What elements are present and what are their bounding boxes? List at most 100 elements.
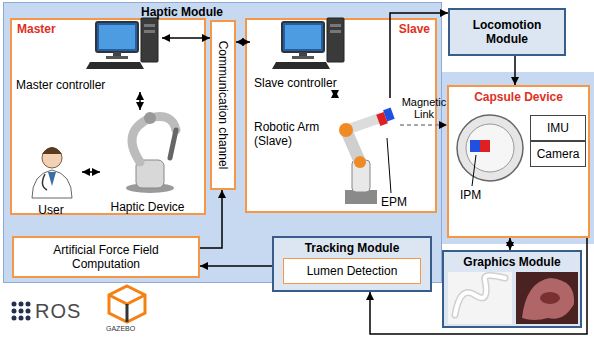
part-label: EPM — [381, 195, 407, 209]
capsule-illustration — [457, 115, 523, 186]
node-text: IMU — [547, 121, 569, 135]
heading: Tracking Module — [305, 241, 400, 255]
drawing-rect — [136, 160, 164, 188]
node-text: Slave controller — [254, 76, 337, 90]
drawing-rect — [480, 140, 490, 152]
slave-computer — [272, 18, 344, 69]
connector-arrow — [236, 41, 250, 43]
node-text: Camera — [537, 147, 580, 161]
drawing-circle — [339, 123, 353, 137]
drawing-polygon — [109, 286, 145, 322]
gazebo-logo — [109, 286, 145, 322]
drawing-line — [126, 304, 129, 322]
drawing-circle — [42, 148, 62, 168]
part-label: IPM — [460, 188, 481, 202]
drawing-path — [346, 130, 360, 162]
heading: Master — [17, 22, 56, 36]
heading: Capsule Device — [474, 90, 563, 104]
robot-arm-illustration — [339, 107, 395, 204]
drawing-line — [387, 138, 391, 193]
drawing-circle — [26, 302, 31, 307]
connector-arrow — [400, 124, 447, 126]
channel-box: Communication channel — [210, 20, 236, 190]
drawing-circle — [354, 156, 366, 168]
drawing-rect — [383, 107, 395, 121]
drawing-rect — [352, 160, 370, 192]
process-box: Artificial Force Field Computation — [12, 236, 200, 278]
connector-arrow — [162, 37, 210, 39]
drawing-circle — [19, 316, 24, 321]
device-label: Slave controller — [250, 20, 370, 90]
drawing-rect — [376, 112, 388, 126]
connector-arrow — [514, 56, 516, 85]
module-box: Tracking ModuleLumen Detection — [272, 236, 432, 292]
node-text: Communication channel — [216, 41, 230, 170]
drawing-rect — [345, 190, 377, 204]
group-box: Capsule DeviceIMU Camera — [447, 85, 590, 238]
drawing-circle — [457, 115, 523, 181]
drawing-path — [346, 118, 380, 130]
drawing-circle — [466, 124, 514, 172]
device-label: Haptic Device — [100, 110, 195, 214]
graphics-thumbnails — [448, 272, 578, 324]
drawing-path — [132, 117, 176, 163]
drawing-line — [472, 155, 476, 186]
logo-text: GAZEBO — [106, 325, 135, 333]
drawing-path — [42, 174, 47, 190]
connector-arrow — [200, 265, 272, 267]
connector-arrow — [390, 13, 448, 98]
drawing-path — [48, 172, 56, 186]
edge-label: Magnetic Link — [401, 96, 447, 120]
sensor-box: Camera — [530, 141, 586, 167]
connector-arrow — [139, 92, 141, 110]
drawing-circle — [19, 309, 24, 314]
connector-arrow — [370, 238, 587, 334]
sensor-box: IMU — [530, 115, 586, 141]
doctor-icon — [32, 147, 72, 198]
drawing-path — [42, 147, 62, 154]
node-text: Artificial Force Field Computation — [22, 243, 190, 271]
connector-arrow — [200, 190, 222, 248]
drawing-rect — [516, 272, 578, 324]
drawing-rect — [470, 140, 480, 152]
node-text: User — [38, 203, 63, 217]
drawing-circle — [12, 309, 17, 314]
drawing-circle — [12, 316, 17, 321]
heading: Graphics Module — [463, 255, 560, 269]
master-computer — [86, 18, 158, 69]
drawing-circle — [26, 309, 31, 314]
drawing-ellipse — [126, 183, 174, 193]
connector-arrow — [334, 90, 336, 98]
drawing-rect — [448, 272, 512, 324]
group-box: SlaveSlave controllerRobotic Arm (Slave) — [245, 18, 437, 213]
drawing-path — [170, 130, 176, 158]
drawing-circle — [144, 112, 156, 124]
module-box: Graphics Module — [442, 250, 582, 328]
connector-arrow — [509, 238, 511, 250]
heading: Slave — [399, 22, 430, 36]
node-text: Lumen Detection — [307, 264, 398, 278]
module-box: Locomotion Module — [448, 8, 566, 56]
haptic-device-illustration — [126, 112, 176, 193]
device-label: User — [20, 145, 82, 217]
node-text: Master controller — [16, 78, 105, 92]
logo-text: ROS — [35, 300, 81, 322]
group-box: MasterMaster controllerUser Haptic Device — [10, 18, 206, 215]
process-box: Lumen Detection — [283, 258, 421, 284]
drawing-path — [32, 170, 72, 198]
heading: Haptic Module — [141, 5, 223, 19]
drawing-circle — [12, 302, 17, 307]
node-text: Robotic Arm (Slave) — [254, 120, 336, 148]
connector-arrow — [82, 171, 100, 173]
drawing-path — [455, 275, 505, 315]
drawing-polyline — [109, 295, 145, 304]
ros-logo — [12, 302, 31, 321]
drawing-path — [455, 275, 505, 315]
drawing-path — [522, 278, 574, 320]
device-label: Robotic Arm (Slave) — [250, 98, 400, 206]
drawing-circle — [19, 302, 24, 307]
heading: Locomotion Module — [458, 18, 556, 46]
drawing-ellipse — [540, 292, 560, 304]
